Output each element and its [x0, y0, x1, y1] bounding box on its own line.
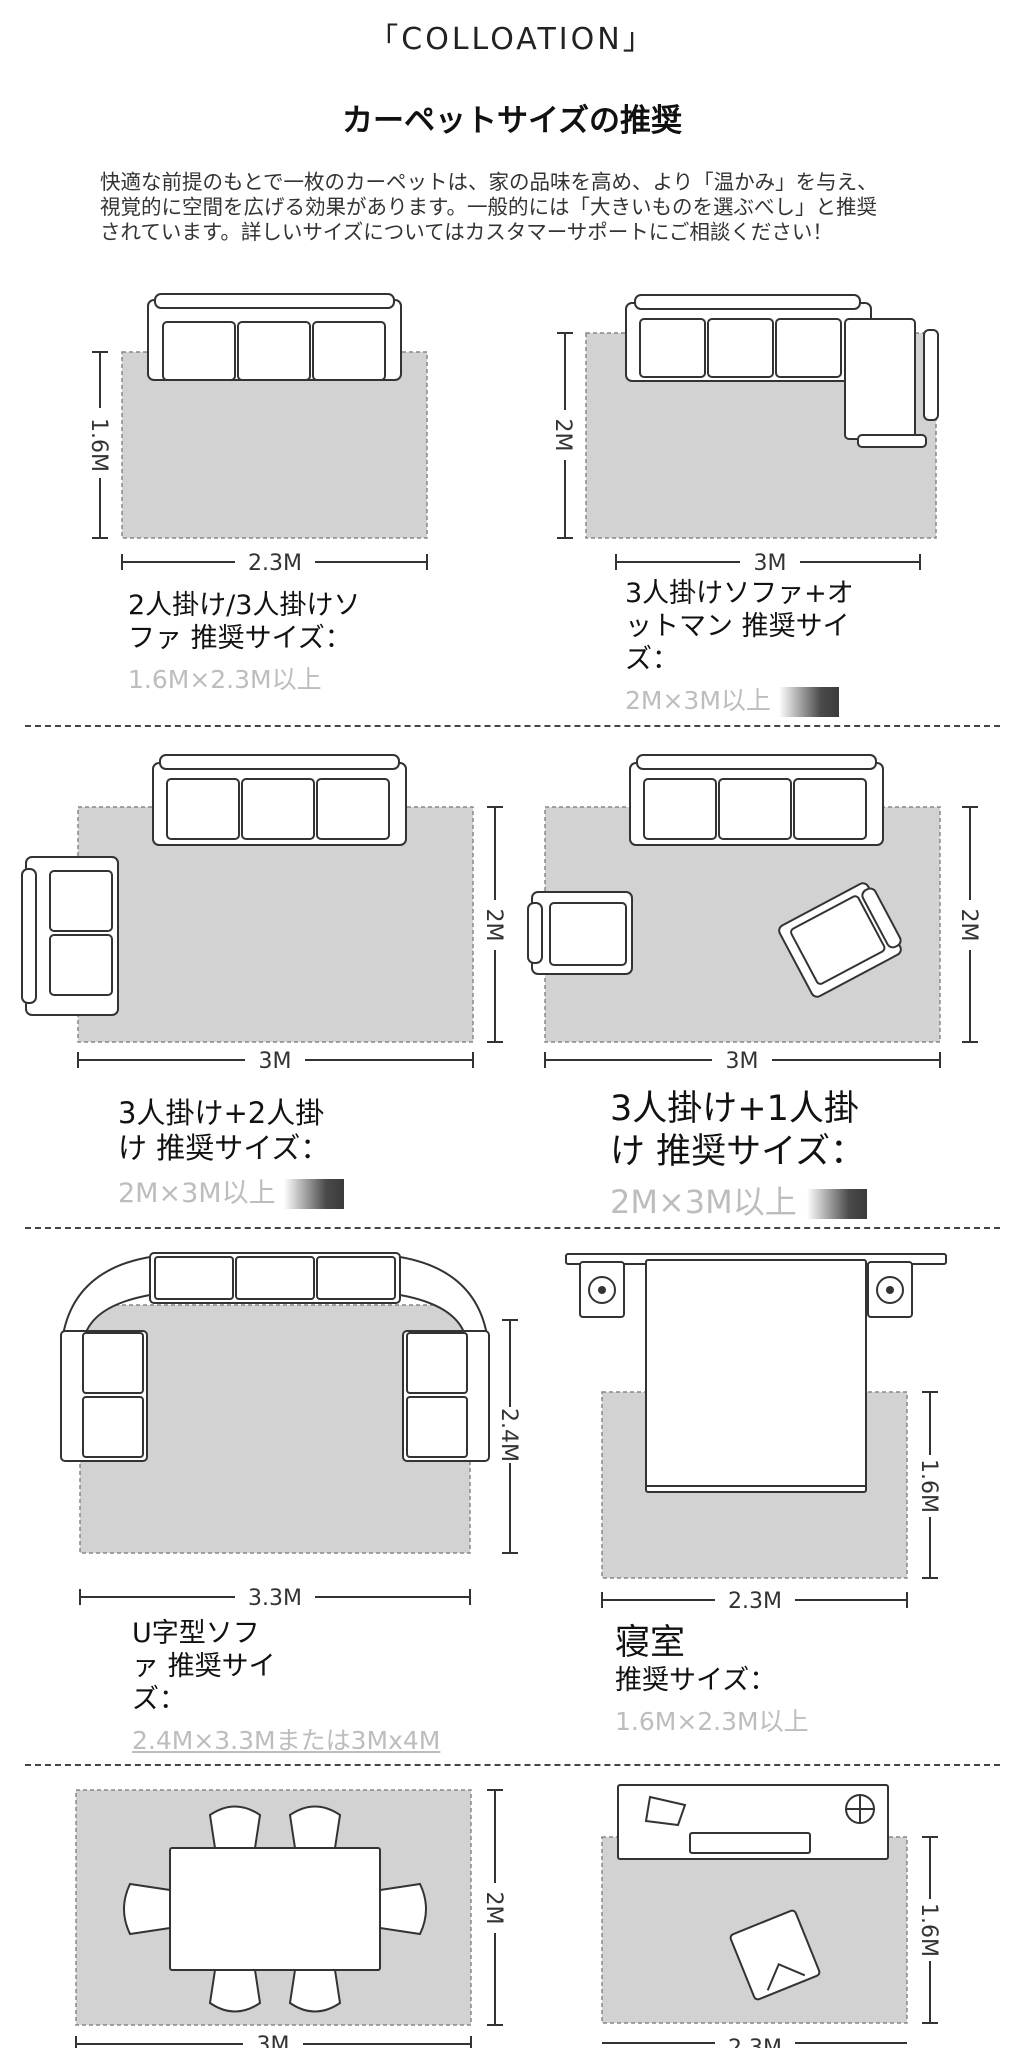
svg-text:3M: 3M: [726, 1049, 759, 1074]
svg-text:1.6M: 1.6M: [916, 1903, 941, 1957]
divider: [25, 1227, 1000, 1229]
divider: [25, 725, 1000, 727]
brand-logo: 「COLLOATION」: [368, 22, 656, 57]
diagram-sofa-3plus1: 2M 3M: [527, 754, 982, 1074]
diagram-dining: 2M 3M: [75, 1789, 507, 2048]
svg-text:3M: 3M: [259, 1049, 292, 1074]
diagram-sofa-ottoman: 2M 3M: [550, 294, 939, 576]
svg-text:2M: 2M: [956, 909, 981, 942]
svg-text:2M: 2M: [481, 1892, 506, 1925]
diagram-sofa-u-shape: 2.4M 3.3M: [60, 1252, 522, 1611]
page-title: カーペットサイズの推奨: [341, 103, 683, 139]
caption-sofa-3plus2: 3人掛け+2人掛 け 推奨サイズ： 2M×3M以上: [118, 1096, 345, 1210]
caption-sofa-3plus1: 3人掛け+1人掛 け 推奨サイズ： 2M×3M以上: [610, 1089, 867, 1222]
divider: [25, 1764, 1000, 1766]
diagram-sofa-3seat: 1.6M 2.3M: [86, 293, 428, 576]
diagram-bedroom: 1.6M 2.3M: [565, 1253, 947, 1614]
caption-sofa-u-shape: U字型ソフ ァ 推奨サイ ズ： 2.4M×3.3Mまたは3Mx4M: [132, 1618, 441, 1755]
fade-mark: [778, 686, 839, 717]
svg-text:2.4M: 2.4M: [496, 1408, 521, 1462]
caption-bedroom: 寝室 推奨サイズ： 1.6M×2.3M以上: [615, 1623, 809, 1736]
caption-sofa-ottoman: 3人掛けソファ+オ ットマン 推奨サイ ズ： 2M×3M以上: [625, 578, 854, 717]
svg-text:2M: 2M: [550, 419, 575, 452]
diagram-study: 1.6M 2.3M: [601, 1784, 942, 2048]
svg-text:1.6M: 1.6M: [916, 1459, 941, 1513]
svg-text:3.3M: 3.3M: [248, 1586, 302, 1611]
intro-text: 快適な前提のもとで一枚のカーペットは、家の品味を高め、より「温かみ」を与え、視覚…: [100, 170, 878, 244]
svg-text:3M: 3M: [257, 2033, 290, 2048]
fade-mark: [284, 1179, 345, 1210]
caption-sofa-3seat: 2人掛け/3人掛けソ ファ 推奨サイズ： 1.6M×2.3M以上: [128, 590, 361, 694]
fade-mark: [806, 1189, 867, 1220]
height-label: 1.6M: [86, 418, 111, 472]
svg-text:2.3M: 2.3M: [728, 1589, 782, 1614]
svg-text:2M: 2M: [481, 909, 506, 942]
svg-text:3M: 3M: [754, 551, 787, 576]
width-label: 2.3M: [248, 551, 302, 576]
svg-text:2.3M: 2.3M: [728, 2036, 782, 2048]
diagram-sofa-3plus2: 2M 3M: [21, 754, 507, 1074]
